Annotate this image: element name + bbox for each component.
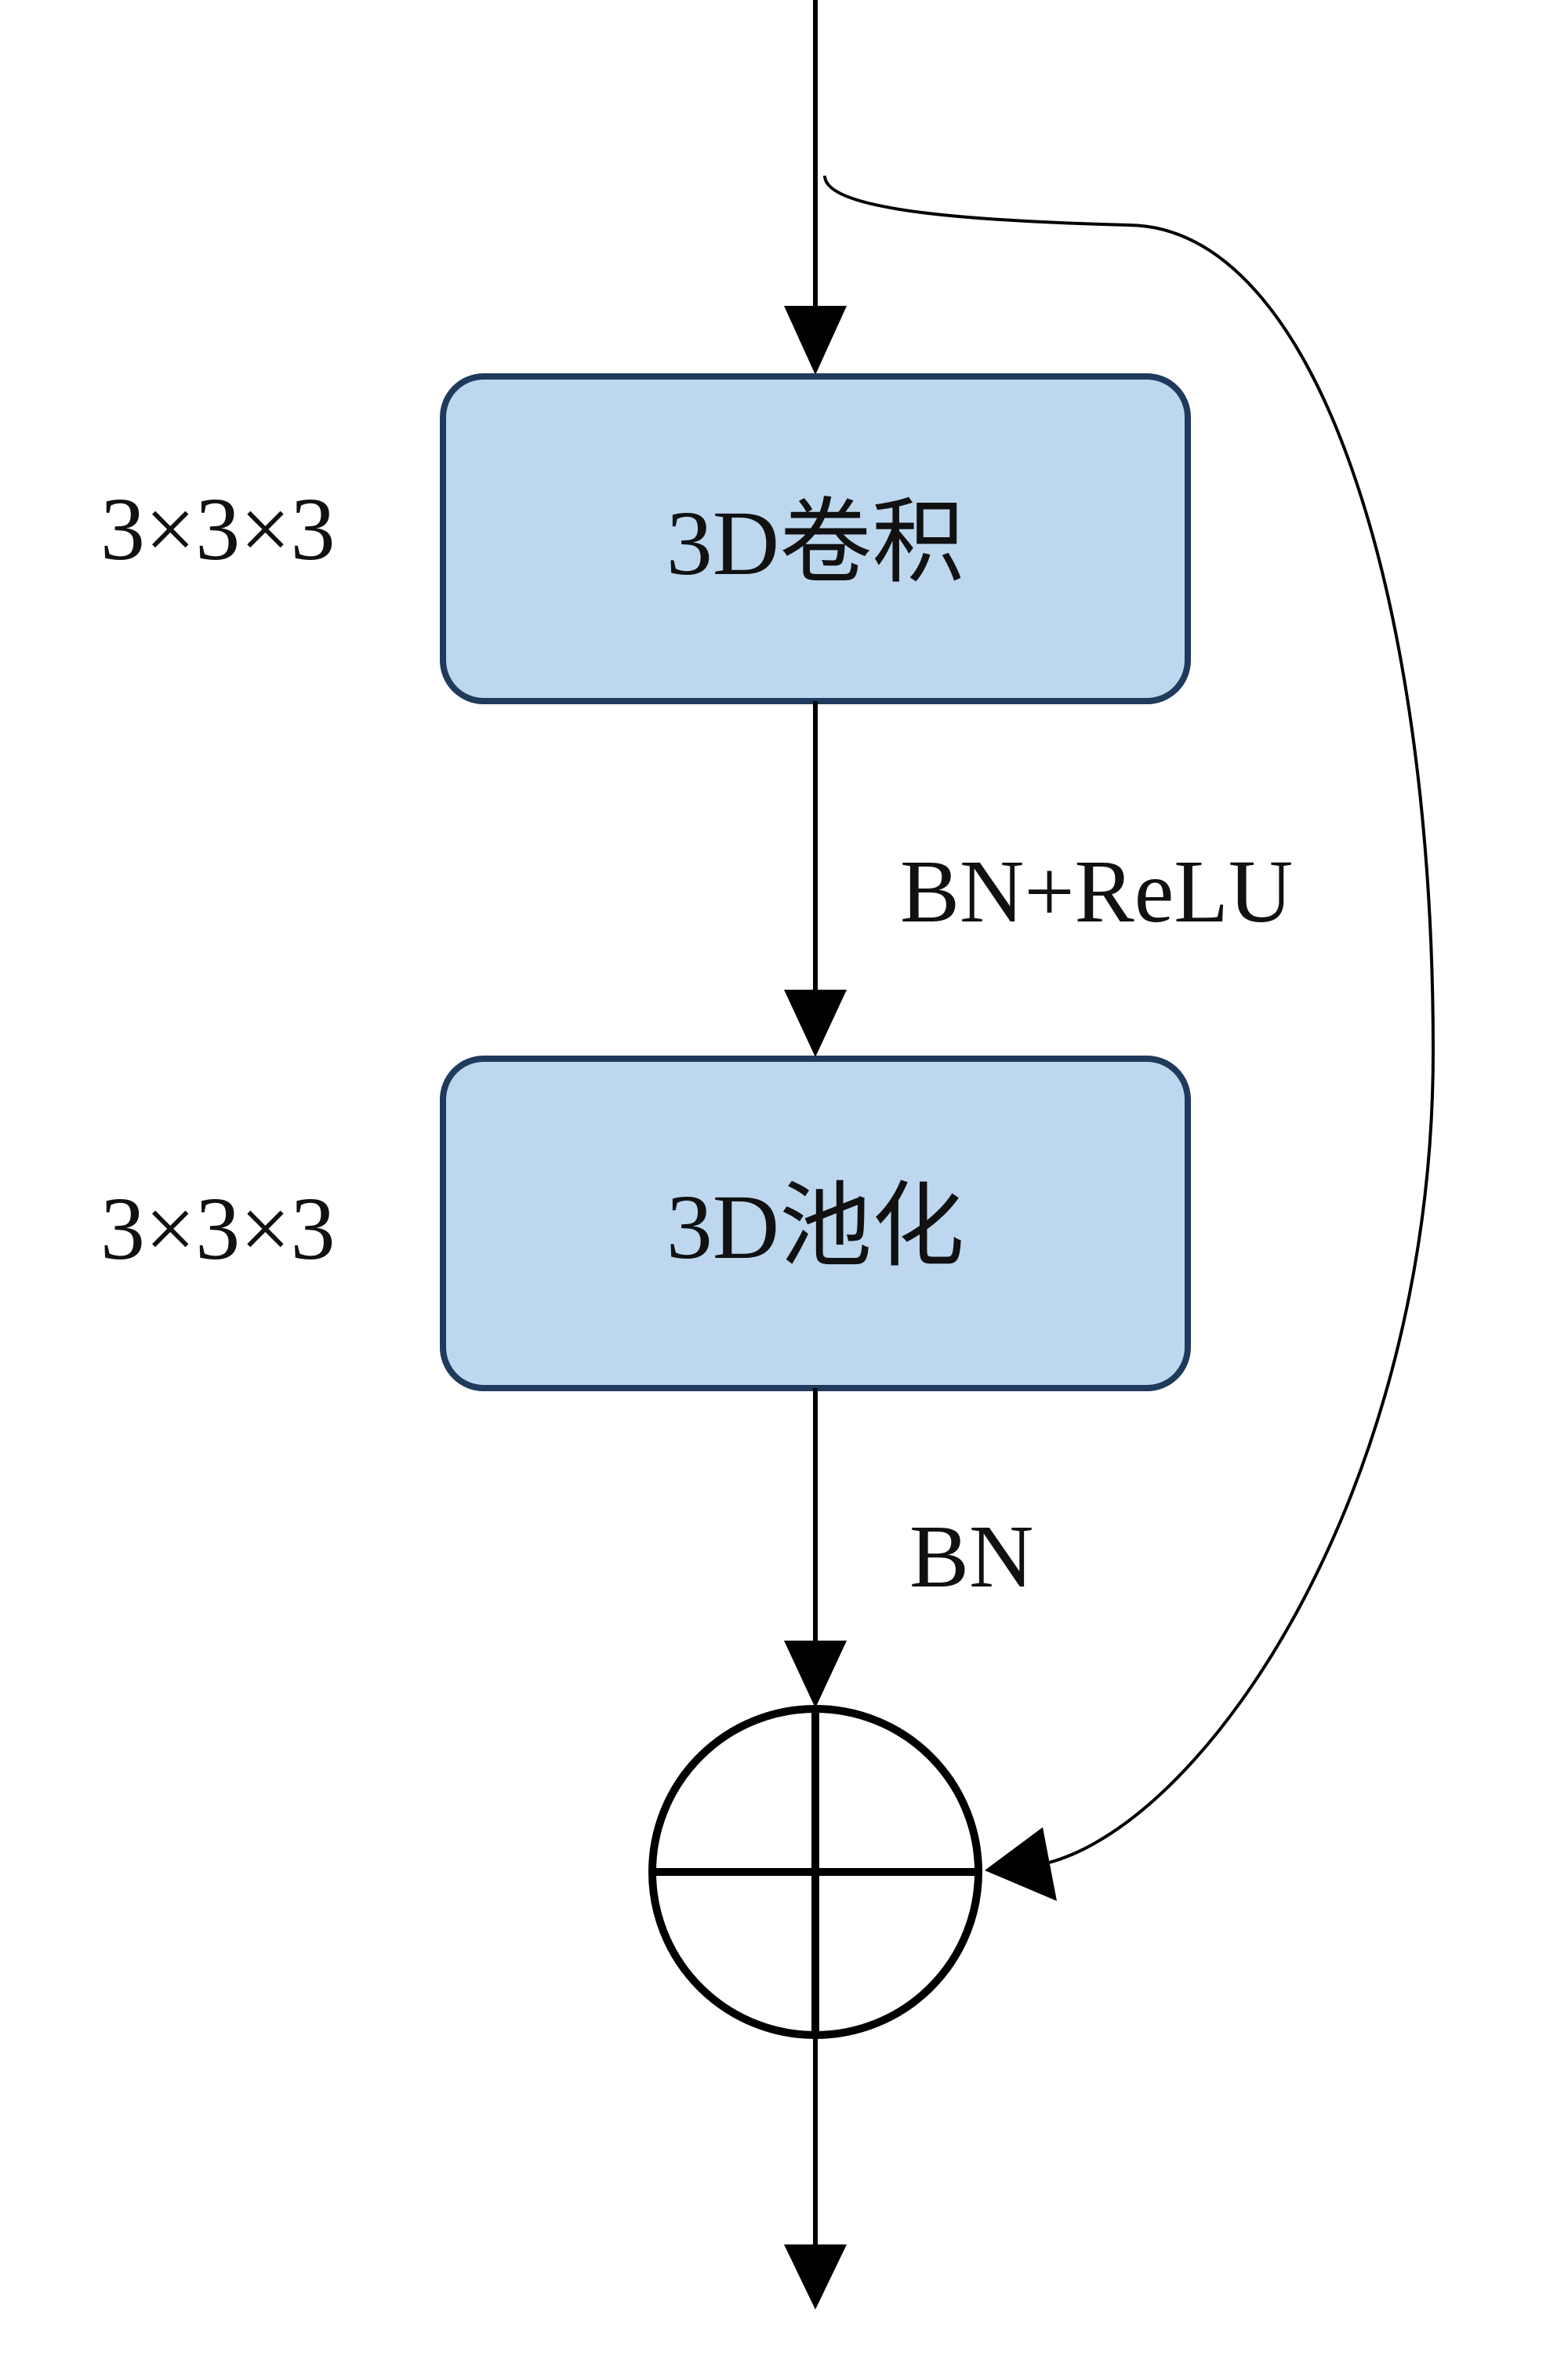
conv3d-kernel-size: 3×3×3 [100, 479, 336, 579]
arrowhead-into-pool [784, 990, 847, 1057]
bn-label: BN [909, 1507, 1033, 1606]
arrowhead-into-conv [784, 306, 847, 375]
pool3d-kernel-size: 3×3×3 [100, 1179, 336, 1278]
arrowhead-output [784, 2244, 847, 2310]
pool3d-label: 3D池化 [666, 1176, 964, 1278]
arrowhead-into-sum [784, 1641, 847, 1708]
skip-connection [823, 175, 1436, 1864]
bn-relu-label: BN+ReLU [900, 841, 1293, 941]
conv3d-label: 3D卷积 [666, 492, 964, 594]
arrowhead-skip-into-sum [985, 1827, 1057, 1901]
